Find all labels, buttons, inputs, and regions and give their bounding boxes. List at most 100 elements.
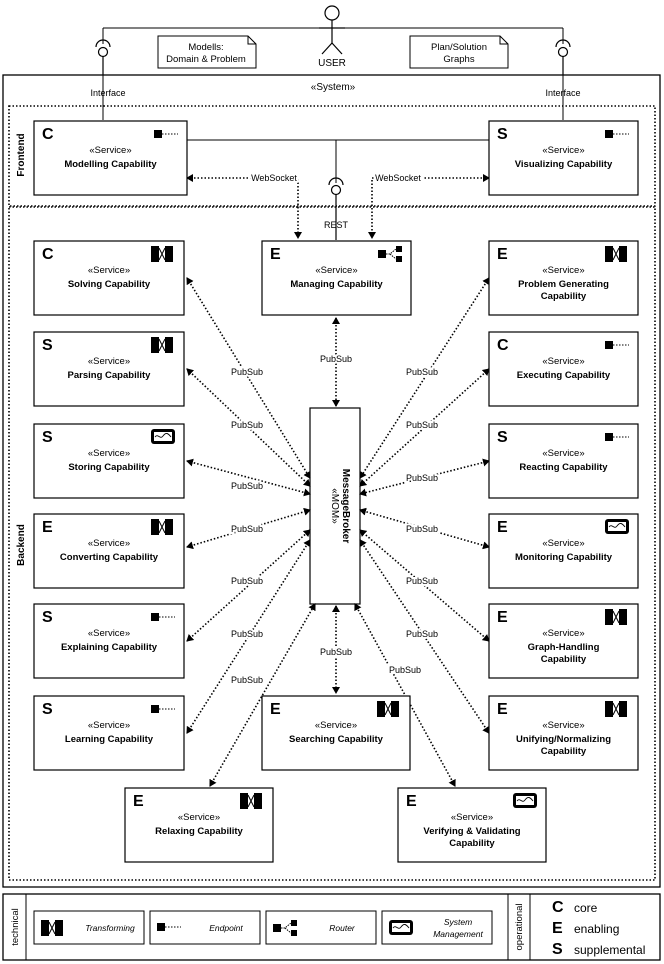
service-stereotype: «Service» [88, 356, 130, 367]
endpoint-icon [157, 923, 181, 931]
service-parsing[interactable]: S«Service»Parsing Capability [33, 331, 185, 407]
legend-technical: technical [10, 908, 21, 946]
system-management-icon [513, 793, 537, 808]
service-name: Verifying & Validating [423, 826, 520, 837]
frontend-region [8, 105, 656, 207]
service-searching[interactable]: E«Service»Searching Capability [261, 695, 411, 771]
service-letter: S [42, 701, 53, 718]
rest-label: REST [324, 220, 349, 230]
legend-operational: operational [514, 903, 525, 950]
service-reacting[interactable]: S«Service»Reacting Capability [488, 423, 639, 499]
pubsub-link-reacting [359, 458, 490, 497]
service-relaxing[interactable]: E«Service»Relaxing Capability [124, 787, 274, 863]
pubsub-label: PubSub [406, 629, 438, 639]
pubsub-label: PubSub [389, 665, 421, 675]
service-verifying[interactable]: E«Service»Verifying & ValidatingCapabili… [397, 787, 547, 863]
service-monitoring[interactable]: E«Service»Monitoring Capability [488, 513, 639, 589]
service-stereotype: «Service» [542, 145, 584, 156]
pubsub-label: PubSub [231, 420, 263, 430]
service-letter: C [42, 126, 54, 143]
system-management-icon [605, 519, 629, 534]
endpoint-icon [154, 130, 178, 138]
broker-name: MessageBroker [340, 469, 351, 544]
transforming-icon [377, 701, 399, 717]
backend-region [8, 206, 656, 881]
pubsub-label: PubSub [406, 367, 438, 377]
service-name: Explaining Capability [61, 642, 158, 653]
pubsub-link-executing [359, 368, 490, 487]
service-executing[interactable]: C «Service» Executing Capability [488, 331, 639, 407]
service-name: Unifying/Normalizing [516, 734, 611, 745]
service-name: Executing Capability [517, 370, 611, 381]
service-modelling[interactable]: C«Service»Modelling Capability [33, 120, 188, 196]
service-stereotype: «Service» [315, 265, 357, 276]
svg-text:core: core [574, 901, 598, 915]
service-stereotype: «Service» [542, 356, 584, 367]
service-stereotype: «Service» [178, 812, 220, 823]
pubsub-link-solving [186, 277, 311, 479]
transforming-icon [151, 337, 173, 353]
svg-text:Endpoint: Endpoint [209, 923, 243, 933]
svg-text:E: E [552, 920, 563, 937]
service-explaining[interactable]: S«Service»Explaining Capability [33, 603, 185, 679]
websocket-label-right: WebSocket [375, 173, 421, 183]
service-name: Monitoring Capability [515, 552, 613, 563]
service-stereotype: «Service» [88, 628, 130, 639]
service-stereotype: «Service» [315, 720, 357, 731]
message-broker[interactable] [309, 407, 361, 605]
transforming-icon [605, 701, 627, 717]
legend: technical operational Transforming Endpoi… [2, 893, 661, 961]
service-managing[interactable]: E«Service»Managing Capability [261, 240, 412, 316]
service-solving[interactable]: C«Service»Solving Capability [33, 240, 185, 316]
service-learning[interactable]: S«Service»Learning Capability [33, 695, 185, 771]
service-storing[interactable]: S«Service»Storing Capability [33, 423, 185, 499]
service-name: Storing Capability [68, 462, 150, 473]
svg-text:enabling: enabling [574, 922, 619, 936]
left-interface-icon [95, 39, 111, 75]
svg-text:S: S [552, 941, 563, 958]
service-letter: E [497, 519, 508, 536]
service-name: Visualizing Capability [515, 159, 613, 170]
service-letter: C [42, 246, 54, 263]
transforming-icon [605, 246, 627, 262]
service-name: Converting Capability [60, 552, 159, 563]
pubsub-labels: PubSubPubSubPubSubPubSubPubSubPubSubPubS… [229, 352, 440, 687]
service-letter: C [497, 337, 509, 354]
user-label: USER [318, 58, 346, 69]
pubsub-label: PubSub [231, 367, 263, 377]
right-interface-icon [555, 39, 571, 75]
pubsub-label: PubSub [320, 354, 352, 364]
transforming-icon [41, 920, 63, 936]
service-letter: E [497, 609, 508, 626]
endpoint-icon [605, 341, 629, 349]
service-name: Learning Capability [65, 734, 154, 745]
pubsub-label: PubSub [231, 524, 263, 534]
service-name: Managing Capability [290, 279, 383, 290]
legend-item-transforming: Transforming [33, 910, 145, 945]
svg-text:System: System [444, 917, 472, 927]
pubsub-label: PubSub [406, 420, 438, 430]
service-name: Modelling Capability [64, 159, 157, 170]
svg-text:Transforming: Transforming [85, 923, 135, 933]
service-letter: E [406, 793, 417, 810]
service-letter: E [497, 701, 508, 718]
service-converting[interactable]: E«Service»Converting Capability [33, 513, 185, 589]
service-name: Solving Capability [68, 279, 151, 290]
svg-text:supplemental: supplemental [574, 943, 645, 957]
transforming-icon [151, 246, 173, 262]
service-name: Reacting Capability [519, 462, 608, 473]
frontend-label: Frontend [16, 133, 27, 176]
transforming-icon [151, 519, 173, 535]
service-visualizing[interactable]: S«Service»Visualizing Capability [488, 120, 639, 196]
pubsub-link-problem-generating [359, 277, 490, 479]
router-icon [273, 920, 297, 936]
transforming-icon [605, 609, 627, 625]
service-letter: E [42, 519, 53, 536]
